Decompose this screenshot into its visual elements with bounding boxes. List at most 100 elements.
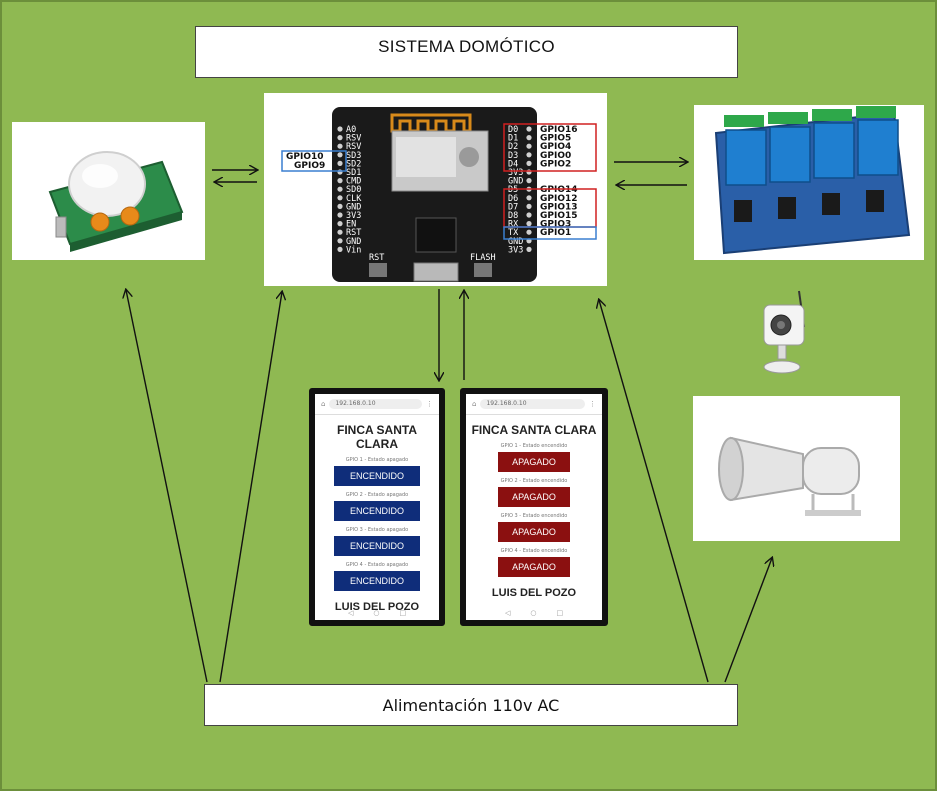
left-pin-label: RSV [346, 134, 361, 144]
left-pin-label: RSV [346, 142, 361, 152]
phone-screen-off: ⌂192.168.0.10 ⋮ FINCA SANTA CLARA GPIO 1 - … [460, 388, 608, 626]
on-button-2[interactable]: ENCENDIDO [334, 501, 420, 521]
left-pin-dot [337, 246, 343, 252]
gpio-status: GPIO 3 - Estado encendido [500, 513, 568, 519]
menu-icon[interactable]: ⋮ [426, 400, 433, 408]
gpio-status: GPIO 1 - Estado encendido [500, 443, 568, 449]
left-pin-label: Vin [346, 245, 361, 255]
left-pin-label: CLK [346, 194, 362, 204]
gpio-status: GPIO 2 - Estado encendido [500, 478, 568, 484]
phone-screen-on: ⌂192.168.0.10 ⋮ FINCA SANTA CLARA GPIO 1 - … [309, 388, 445, 626]
recent-icon[interactable]: □ [556, 609, 564, 617]
right-gpio-label: GPIO13 [540, 202, 578, 212]
right-pin-label: D8 [508, 211, 518, 221]
home-icon[interactable]: ⌂ [321, 400, 326, 408]
gpio-status: GPIO 2 - Estado apagado [345, 492, 409, 498]
on-button-4[interactable]: ENCENDIDO [334, 571, 420, 591]
home-nav-icon[interactable]: ○ [530, 609, 537, 617]
arrow-power-to-mcu [219, 292, 282, 683]
right-pin-label: GND [508, 237, 523, 247]
camera-icon [763, 290, 805, 374]
right-pin-dot [526, 152, 532, 158]
relay-module-image [694, 105, 924, 260]
browser-bar: ⌂192.168.0.10 ⋮ [466, 394, 602, 415]
right-pin-label: 3V3 [508, 245, 523, 255]
left-pin-dot [337, 212, 343, 218]
off-button-2[interactable]: APAGADO [498, 487, 570, 507]
on-button-3[interactable]: ENCENDIDO [334, 536, 420, 556]
title-box: SISTEMA DOMÓTICO [195, 26, 738, 78]
home-nav-icon[interactable]: ○ [373, 609, 380, 617]
right-pin-dot [526, 203, 532, 209]
left-pin-label: SD3 [346, 151, 361, 161]
right-pin-dot [526, 229, 532, 235]
right-pin-label: D5 [508, 185, 518, 195]
right-pin-label: 3V3 [508, 168, 523, 178]
gpio-status: GPIO 4 - Estado encendido [500, 548, 568, 554]
gpio-status: GPIO 3 - Estado apagado [345, 527, 409, 533]
left-pin-label: GND [346, 237, 361, 247]
left-pin-dot [337, 160, 343, 166]
right-pin-label: D4 [508, 159, 518, 169]
right-pin-label: D6 [508, 194, 518, 204]
right-pin-dot [526, 178, 532, 184]
right-gpio-label: GPIO3 [540, 220, 571, 230]
right-pin-dot [526, 195, 532, 201]
right-gpio-label: GPIO12 [540, 194, 578, 204]
left-pin-label: 3V3 [346, 211, 361, 221]
rst-label: RST [369, 253, 384, 263]
right-pin-label: RX [508, 220, 519, 230]
siren-icon [718, 436, 861, 516]
url-field[interactable]: 192.168.0.10 [329, 399, 422, 409]
pir-sensor-icon [48, 151, 184, 252]
author-footer: LUIS DEL POZO [491, 587, 577, 599]
nodemcu-icon: A0RSVRSVSD3SD2SD1CMDSD0CLKGND3V3ENRSTGND… [281, 107, 597, 282]
right-pin-dot [526, 126, 532, 132]
off-button-3[interactable]: APAGADO [498, 522, 570, 542]
author-footer: LUIS DEL POZO [334, 601, 420, 613]
right-pin-label: TX [508, 228, 519, 238]
right-pin-dot [526, 143, 532, 149]
left-pin-dot [337, 143, 343, 149]
left-pin-dot [337, 135, 343, 141]
recent-icon[interactable]: □ [399, 609, 407, 617]
left-pin-dot [337, 152, 343, 158]
power-supply-box: Alimentación 110v AC [204, 684, 738, 726]
on-button-1[interactable]: ENCENDIDO [334, 466, 420, 486]
right-gpio-label: GPIO16 [540, 125, 578, 135]
gpio-status: GPIO 4 - Estado apagado [345, 562, 409, 568]
back-icon[interactable]: ◁ [347, 609, 354, 617]
ip-camera-image [754, 287, 814, 377]
back-icon[interactable]: ◁ [504, 609, 511, 617]
left-pin-label: SD0 [346, 185, 361, 195]
right-pin-label: D0 [508, 125, 518, 135]
off-button-1[interactable]: APAGADO [498, 452, 570, 472]
nav-bar: ◁ ○ □ [315, 609, 439, 617]
right-pin-label: D3 [508, 151, 518, 161]
menu-icon[interactable]: ⋮ [589, 400, 596, 408]
off-button-4[interactable]: APAGADO [498, 557, 570, 577]
url-field[interactable]: 192.168.0.10 [480, 399, 585, 409]
right-gpio-label: GPIO1 [540, 228, 571, 238]
pir-sensor-image [12, 122, 205, 260]
right-gpio-label: GPIO14 [540, 185, 578, 195]
right-pin-dot [526, 135, 532, 141]
home-icon[interactable]: ⌂ [472, 400, 477, 408]
arrow-power-to-pir [126, 290, 208, 683]
gpio-status: GPIO 1 - Estado apagado [345, 457, 409, 463]
siren-image [693, 396, 900, 541]
left-pin-label: RST [346, 228, 361, 238]
left-pin-label: SD2 [346, 159, 361, 169]
left-pin-label: SD1 [346, 168, 361, 178]
left-pin-dot [337, 238, 343, 244]
page-heading: FINCA SANTA CLARA [471, 423, 597, 437]
right-pin-dot [526, 221, 532, 227]
left-pin-dot [337, 203, 343, 209]
page-heading: FINCA SANTA CLARA [337, 423, 417, 451]
power-label: Alimentación 110v AC [382, 695, 560, 715]
nav-bar: ◁ ○ □ [466, 609, 602, 617]
left-pin-dot [337, 126, 343, 132]
diagram-title: SISTEMA DOMÓTICO [378, 37, 555, 56]
